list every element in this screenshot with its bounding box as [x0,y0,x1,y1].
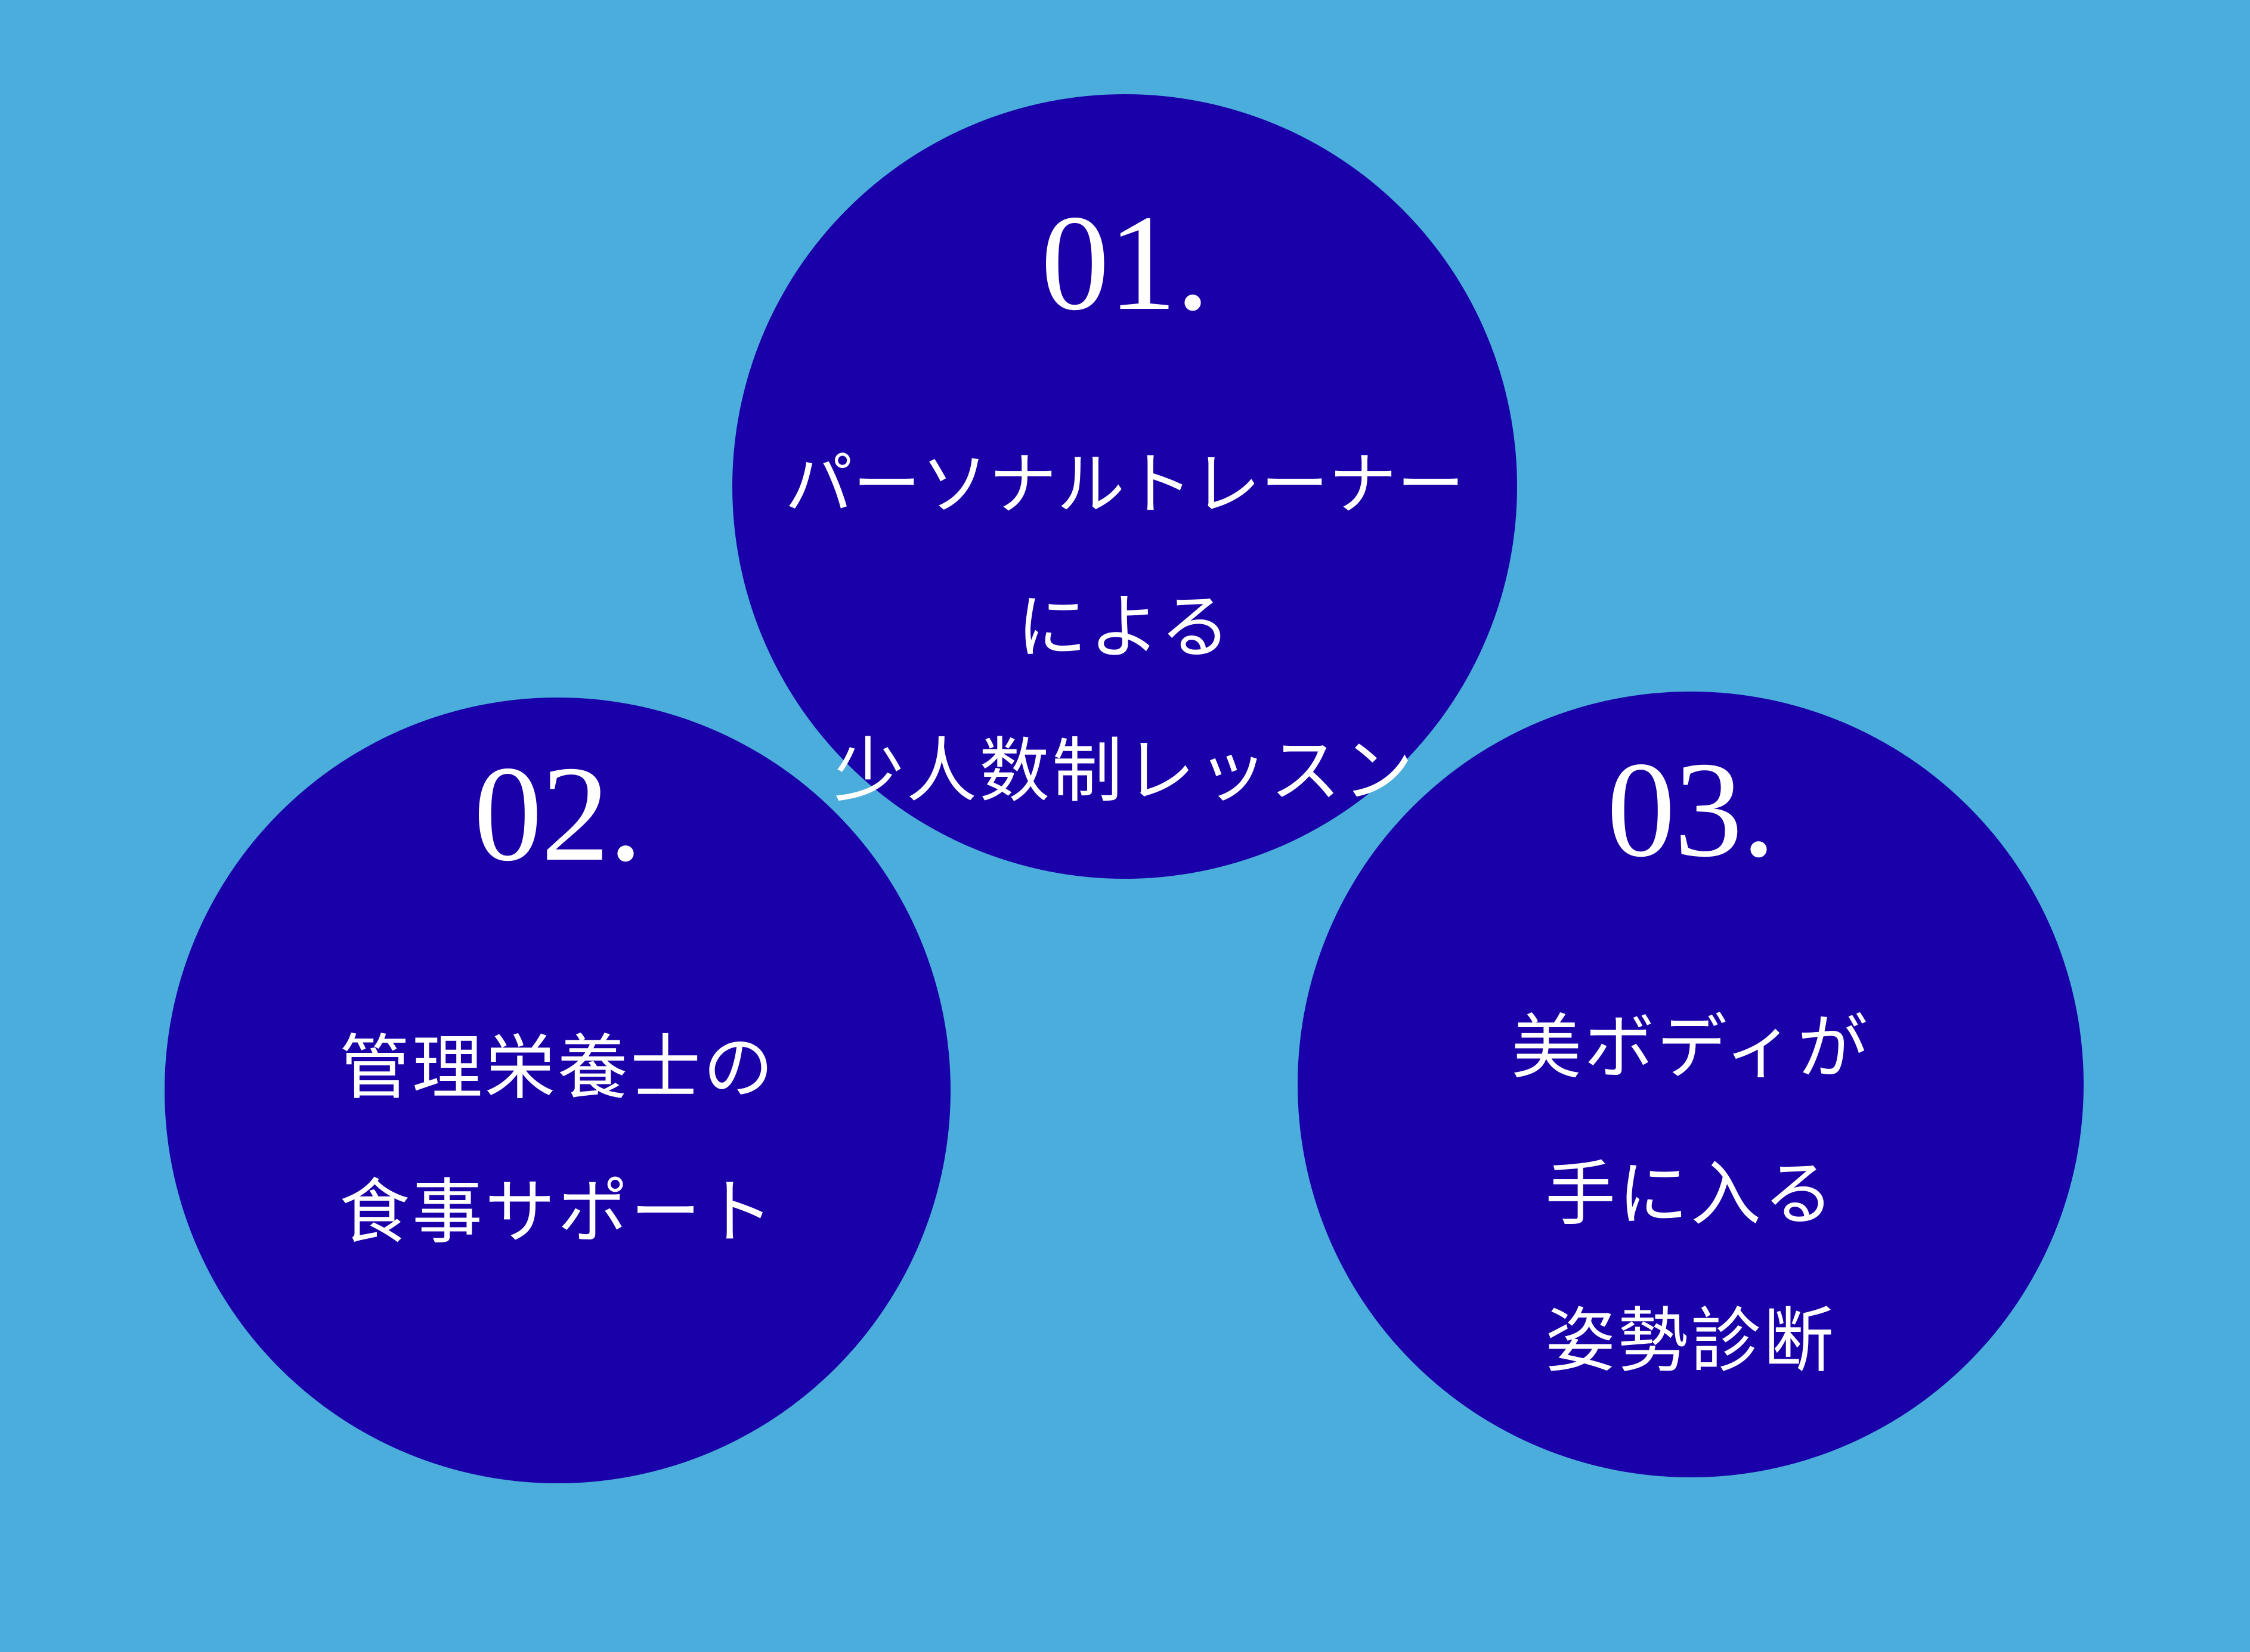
feature-number: 03. [1607,733,1776,885]
feature-description: 美ボディが 手に入る 姿勢診断 [1262,1012,2119,1452]
feature-text-line: 姿勢診断 [1545,1300,1836,1382]
feature-description: 管理栄養士の 食事サポート [129,1033,986,1321]
feature-text-line: 少人数制レッスン [833,730,1416,812]
feature-text-line: による [1016,586,1233,668]
feature-text-line: 食事サポート [339,1171,776,1253]
feature-number: 01. [1041,187,1210,339]
feature-description: パーソナルトレーナー による 少人数制レッスン [697,451,1553,879]
feature-circle-1: 01. パーソナルトレーナー による 少人数制レッスン [732,94,1517,879]
feature-text-line: 美ボディが [1511,1006,1870,1089]
feature-circle-2: 02. 管理栄養士の 食事サポート [165,698,951,1483]
feature-text-line: パーソナルトレーナー [784,445,1465,524]
feature-text-line: 管理栄養士の [339,1027,776,1109]
feature-circle-3: 03. 美ボディが 手に入る 姿勢診断 [1298,692,2084,1477]
feature-number: 02. [473,737,643,889]
feature-text-line: 手に入る [1545,1153,1836,1235]
